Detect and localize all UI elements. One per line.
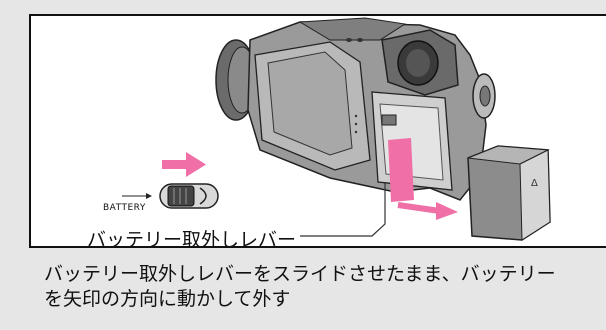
caption-line-2: を矢印の方向に動かして外す xyxy=(44,288,291,310)
caption-line-1: バッテリー取外しレバーをスライドさせたまま、バッテリー xyxy=(44,263,556,285)
svg-text:Δ: Δ xyxy=(531,178,538,189)
battery-switch-icon xyxy=(122,183,219,209)
leader-line xyxy=(300,183,386,237)
battery-pack: Δ xyxy=(467,145,551,241)
battery-switch-label: BATTERY xyxy=(103,203,146,213)
instruction-caption: バッテリー取外しレバーをスライドさせたまま、バッテリー を矢印の方向に動かして外… xyxy=(44,262,604,312)
lever-label: バッテリー取外しレバー xyxy=(87,229,297,251)
removal-arrows xyxy=(162,138,458,220)
camcorder-body xyxy=(247,17,496,201)
